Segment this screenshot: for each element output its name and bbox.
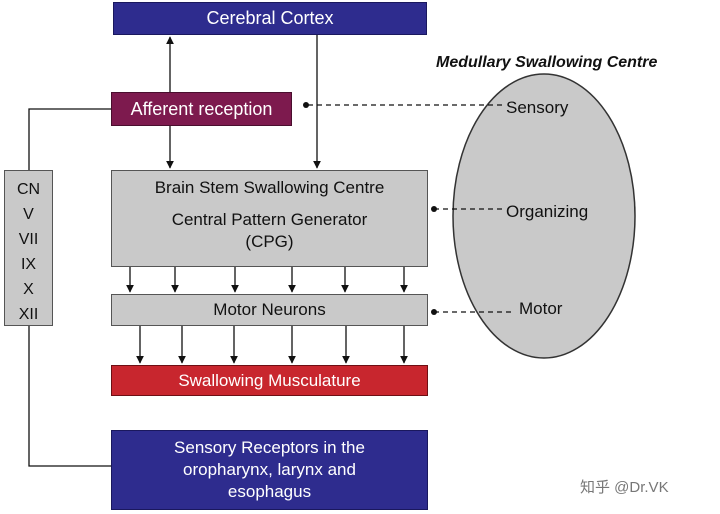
- motor-neurons-label: Motor Neurons: [213, 300, 326, 319]
- sensory-receptors-line: Sensory Receptors in the: [174, 438, 365, 457]
- cranial-nerve-label: V: [23, 206, 34, 223]
- cerebral-cortex-box: Cerebral Cortex: [113, 2, 427, 35]
- sensory-receptors-box: Sensory Receptors in the oropharynx, lar…: [111, 430, 428, 510]
- dashed-link-sensory-dot: [303, 102, 309, 108]
- afferent-pathway-line-top: [28, 108, 111, 170]
- cranial-nerves-box: CN V VII IX X XII: [4, 170, 53, 326]
- watermark: 知乎 @Dr.VK: [580, 479, 669, 496]
- sensory-receptors-line: oropharynx, larynx and: [183, 460, 356, 479]
- cranial-nerve-label: X: [23, 281, 34, 298]
- afferent-pathway-line: [28, 326, 111, 467]
- dashed-link-organizing-dot: [431, 206, 437, 212]
- medullary-centre-title: Medullary Swallowing Centre: [436, 54, 658, 71]
- cranial-nerve-label: XII: [18, 306, 39, 323]
- brainstem-swallowing-centre-box: Brain Stem Swallowing Centre Central Pat…: [111, 170, 428, 267]
- cranial-nerve-label: VII: [18, 231, 39, 248]
- cranial-nerve-label: CN: [16, 181, 41, 198]
- medullary-motor-label: Motor: [519, 299, 563, 318]
- medullary-sensory-label: Sensory: [506, 98, 569, 117]
- medullary-organizing-label: Organizing: [506, 202, 589, 221]
- sensory-receptors-line: esophagus: [227, 482, 312, 501]
- swallowing-musculature-label: Swallowing Musculature: [178, 370, 361, 390]
- brainstem-title: Brain Stem Swallowing Centre: [154, 178, 385, 197]
- cpg-label: Central Pattern Generator: [171, 210, 368, 229]
- afferent-reception-box: Afferent reception: [111, 92, 292, 126]
- afferent-reception-label: Afferent reception: [130, 98, 273, 119]
- cranial-nerve-label: IX: [20, 256, 37, 273]
- medullary-ellipse: [452, 73, 636, 359]
- cerebral-cortex-label: Cerebral Cortex: [206, 8, 334, 28]
- motor-neurons-box: Motor Neurons: [111, 294, 428, 326]
- dashed-link-motor-dot: [431, 309, 437, 315]
- swallowing-musculature-box: Swallowing Musculature: [111, 365, 428, 396]
- cpg-abbrev: (CPG): [245, 232, 294, 251]
